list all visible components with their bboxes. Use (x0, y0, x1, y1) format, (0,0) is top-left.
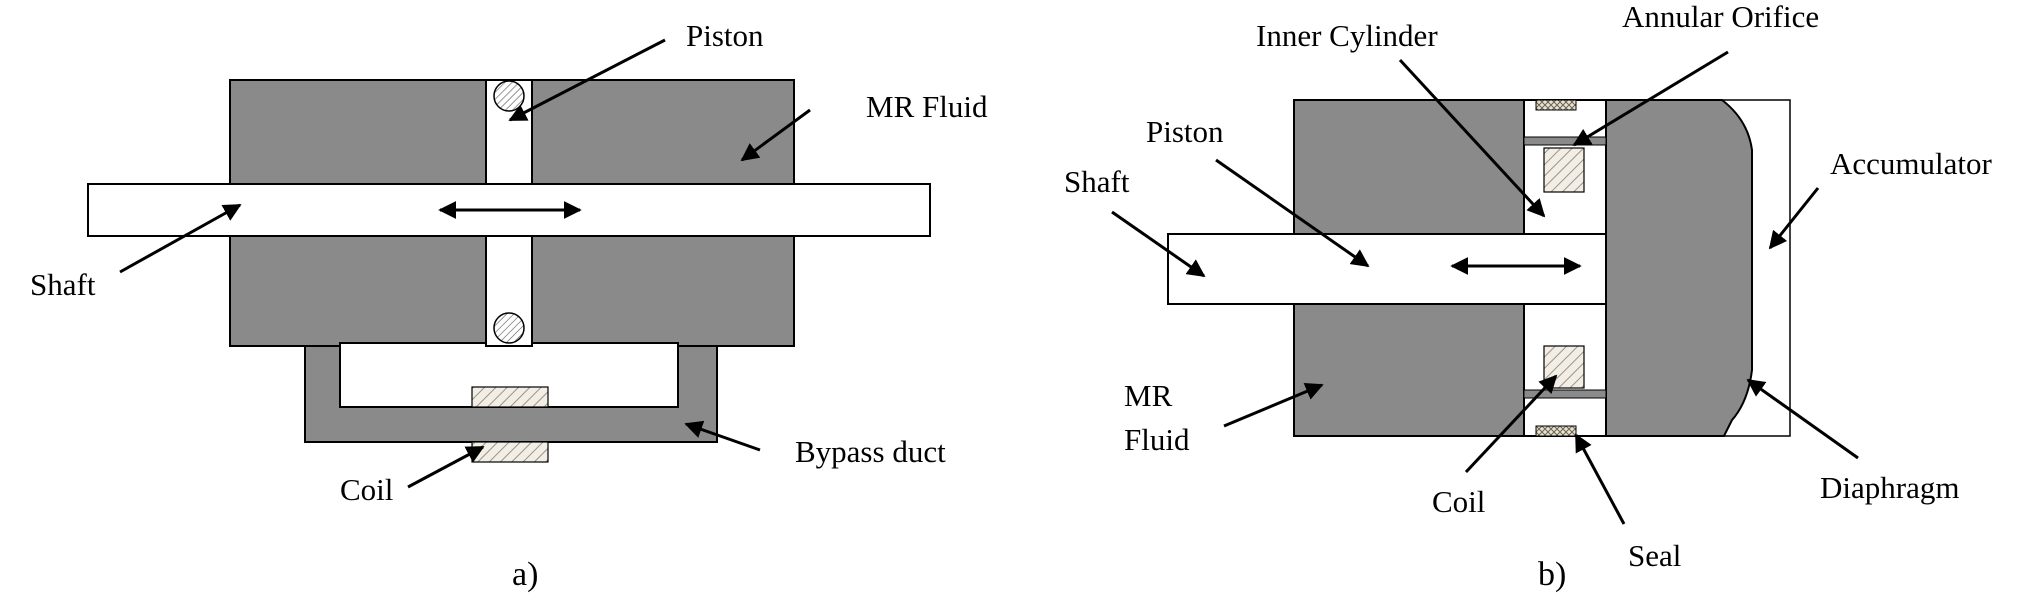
seal-top (1535, 99, 1577, 111)
label-accumulator: Accumulator (1830, 146, 1993, 181)
bypass-duct-pointer (684, 420, 761, 452)
label-diaphragm: Diaphragm (1820, 470, 1959, 505)
shaft (1167, 233, 1607, 305)
piston-seal-top (493, 80, 525, 112)
coil-top (1543, 147, 1585, 193)
piston-pointer (508, 38, 666, 122)
label-inner-cylinder: Inner Cylinder (1256, 18, 1438, 53)
panel-a: Piston MR Fluid Shaft Bypass duct Coil a… (30, 18, 988, 593)
label-coil: Coil (1432, 484, 1485, 519)
label-shaft: Shaft (1064, 164, 1130, 199)
mr-fluid-pointer (1223, 382, 1324, 428)
label-piston: Piston (686, 18, 764, 53)
label-annular-orifice: Annular Orifice (1622, 0, 1819, 34)
annular-orifice-pointer (1572, 50, 1729, 147)
seal-bottom (1535, 425, 1577, 437)
label-shaft: Shaft (30, 267, 96, 302)
caption-b: b) (1538, 556, 1566, 593)
annular-orifice-top (1523, 136, 1607, 146)
inner-cylinder-pointer (1398, 58, 1546, 218)
panel-b: Inner Cylinder Annular Orifice Piston Sh… (1064, 0, 1993, 593)
coil-pointer (407, 445, 485, 489)
coil-pointer (1464, 374, 1558, 474)
seal-pointer (1574, 433, 1626, 525)
coil-block-top (471, 386, 549, 408)
accumulator-pointer (1768, 187, 1820, 250)
label-mr-fluid-line2: Fluid (1124, 422, 1190, 457)
label-mr-fluid-line1: MR (1124, 378, 1173, 413)
diaphragm-pointer (1746, 378, 1859, 460)
mr-fluid-pointer (740, 108, 811, 162)
label-coil: Coil (340, 472, 393, 507)
label-bypass-duct: Bypass duct (795, 434, 946, 469)
shaft-pointer (119, 203, 242, 274)
label-piston: Piston (1146, 114, 1224, 149)
piston-pointer (1215, 158, 1370, 268)
shaft-pointer (1111, 210, 1206, 278)
coil-block-bottom (471, 441, 549, 463)
label-seal: Seal (1628, 538, 1681, 573)
piston-seal-bottom (493, 312, 525, 344)
label-mr-fluid: MR Fluid (866, 89, 988, 124)
annular-orifice-bottom (1523, 389, 1607, 399)
caption-a: a) (512, 556, 538, 593)
